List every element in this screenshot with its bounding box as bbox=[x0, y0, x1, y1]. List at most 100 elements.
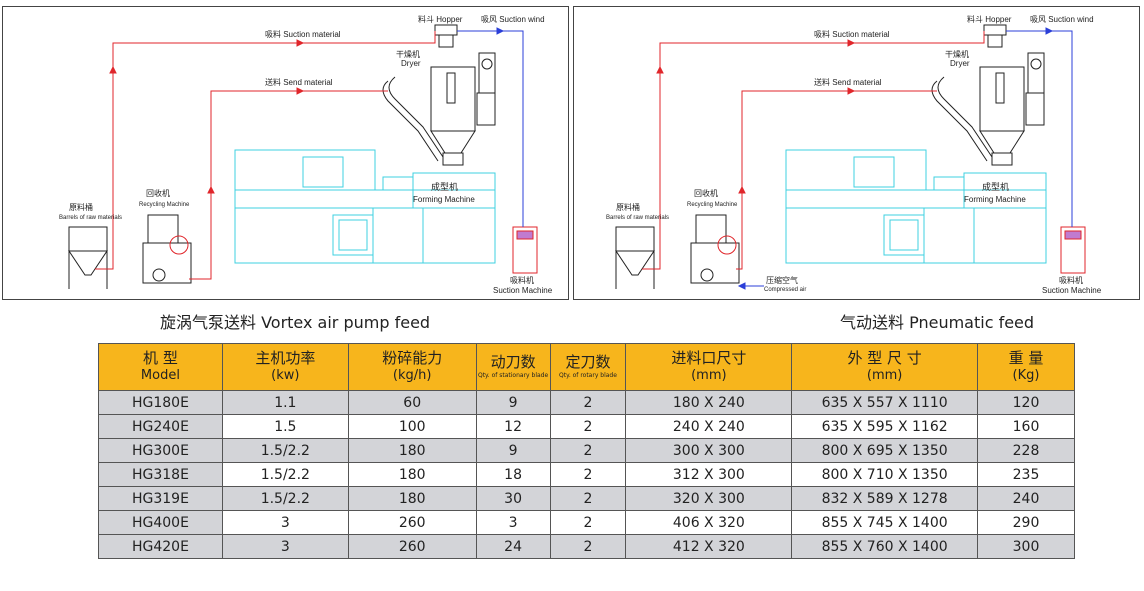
table-cell: 1.5/2.2 bbox=[221, 462, 349, 487]
label-suction-machine-zh: 吸料机 bbox=[1059, 275, 1083, 285]
table-cell: 2 bbox=[549, 438, 627, 463]
header-weight: 重 量(Kg) bbox=[977, 343, 1075, 391]
label-forming-en: Forming Machine bbox=[964, 195, 1026, 204]
table-cell: HG180E bbox=[98, 390, 223, 415]
suction-machine-drawing bbox=[512, 226, 538, 274]
label-recycling-en: Recycling Machine bbox=[139, 202, 190, 208]
table-cell: 1.5 bbox=[221, 414, 349, 439]
label-send-material: 送料 Send material bbox=[814, 77, 882, 87]
label-compressed-en: Compressed air bbox=[764, 287, 806, 293]
label-barrels-zh: 原料桶 bbox=[616, 202, 640, 212]
label-suction-machine-zh: 吸料机 bbox=[510, 275, 534, 285]
label-recycling-en: Recycling Machine bbox=[687, 202, 738, 208]
table-cell: HG319E bbox=[98, 486, 223, 511]
suction-machine-drawing bbox=[1060, 226, 1086, 274]
table-cell: HG240E bbox=[98, 414, 223, 439]
table-cell: 300 bbox=[977, 534, 1075, 559]
table-cell: 300 X 300 bbox=[625, 438, 793, 463]
label-barrels-zh: 原料桶 bbox=[69, 202, 93, 212]
table-cell: 3 bbox=[221, 510, 349, 535]
label-send-material: 送料 Send material bbox=[265, 77, 333, 87]
table-cell: HG420E bbox=[98, 534, 223, 559]
label-suction-material: 吸料 Suction material bbox=[814, 29, 890, 39]
diagram-vortex-feed: 吸料 Suction material 送料 Send material 料斗 … bbox=[2, 6, 569, 300]
table-cell: 160 bbox=[977, 414, 1075, 439]
table-cell: 1.1 bbox=[221, 390, 349, 415]
table-cell: 312 X 300 bbox=[625, 462, 793, 487]
label-barrels-en: Barrels of raw materials bbox=[59, 215, 122, 221]
table-cell: 180 bbox=[347, 438, 477, 463]
material-lines bbox=[95, 31, 436, 280]
label-hopper: 料斗 Hopper bbox=[967, 14, 1012, 24]
label-recycling-zh: 回收机 bbox=[694, 188, 718, 198]
header-capacity: 粉碎能力(kg/h) bbox=[347, 343, 477, 391]
table-cell: 2 bbox=[549, 486, 627, 511]
table-cell: 235 bbox=[977, 462, 1075, 487]
table-cell: 12 bbox=[475, 414, 551, 439]
forming-machine-drawing bbox=[785, 149, 1047, 264]
table-cell: 800 X 695 X 1350 bbox=[791, 438, 979, 463]
barrel-drawing bbox=[68, 226, 108, 289]
forming-machine-drawing bbox=[234, 149, 496, 264]
label-dryer-zh: 干燥机 bbox=[945, 49, 969, 59]
table-cell: 3 bbox=[475, 510, 551, 535]
label-forming-en: Forming Machine bbox=[413, 195, 475, 204]
table-cell: 100 bbox=[347, 414, 477, 439]
table-cell: 1.5/2.2 bbox=[221, 486, 349, 511]
table-cell: 120 bbox=[977, 390, 1075, 415]
table-cell: 832 X 589 X 1278 bbox=[791, 486, 979, 511]
table-cell: 800 X 710 X 1350 bbox=[791, 462, 979, 487]
wind-line bbox=[737, 27, 1073, 290]
vortex-feed-schematic: 吸料 Suction material 送料 Send material 料斗 … bbox=[59, 14, 553, 295]
table-cell: 2 bbox=[549, 534, 627, 559]
label-forming-zh: 成型机 bbox=[982, 181, 1009, 192]
table-cell: 30 bbox=[475, 486, 551, 511]
label-suction-wind: 吸风 Suction wind bbox=[1030, 15, 1094, 24]
table-cell: 180 bbox=[347, 462, 477, 487]
table-cell: HG300E bbox=[98, 438, 223, 463]
table-cell: HG318E bbox=[98, 462, 223, 487]
diagram-pneumatic-feed: 吸料 Suction material 送料 Send material 料斗 … bbox=[573, 6, 1140, 300]
table-cell: 412 X 320 bbox=[625, 534, 793, 559]
table-cell: 18 bbox=[475, 462, 551, 487]
table-cell: 228 bbox=[977, 438, 1075, 463]
table-cell: HG400E bbox=[98, 510, 223, 535]
table-cell: 855 X 745 X 1400 bbox=[791, 510, 979, 535]
table-cell: 2 bbox=[549, 414, 627, 439]
label-suction-material: 吸料 Suction material bbox=[265, 29, 341, 39]
table-cell: 240 X 240 bbox=[625, 414, 793, 439]
label-dryer-zh: 干燥机 bbox=[396, 49, 420, 59]
table-cell: 240 bbox=[977, 486, 1075, 511]
table-cell: 320 X 300 bbox=[625, 486, 793, 511]
label-dryer-en: Dryer bbox=[950, 59, 970, 68]
label-compressed-zh: 压缩空气 bbox=[766, 275, 798, 285]
caption-pneumatic-feed: 气动送料 Pneumatic feed bbox=[840, 313, 1035, 332]
label-suction-machine-en: Suction Machine bbox=[493, 286, 553, 295]
table-cell: 2 bbox=[549, 510, 627, 535]
table-cell: 855 X 760 X 1400 bbox=[791, 534, 979, 559]
table-cell: 290 bbox=[977, 510, 1075, 535]
table-cell: 260 bbox=[347, 534, 477, 559]
label-dryer-en: Dryer bbox=[401, 59, 421, 68]
table-cell: 9 bbox=[475, 438, 551, 463]
table-cell: 2 bbox=[549, 390, 627, 415]
caption-vortex-feed: 旋涡气泵送料 Vortex air pump feed bbox=[160, 313, 431, 332]
table-cell: 9 bbox=[475, 390, 551, 415]
header-dimensions: 外 型 尺 寸(mm) bbox=[791, 343, 979, 391]
table-cell: 635 X 557 X 1110 bbox=[791, 390, 979, 415]
table-cell: 24 bbox=[475, 534, 551, 559]
label-forming-zh: 成型机 bbox=[431, 181, 458, 192]
table-cell: 60 bbox=[347, 390, 477, 415]
table-cell: 3 bbox=[221, 534, 349, 559]
